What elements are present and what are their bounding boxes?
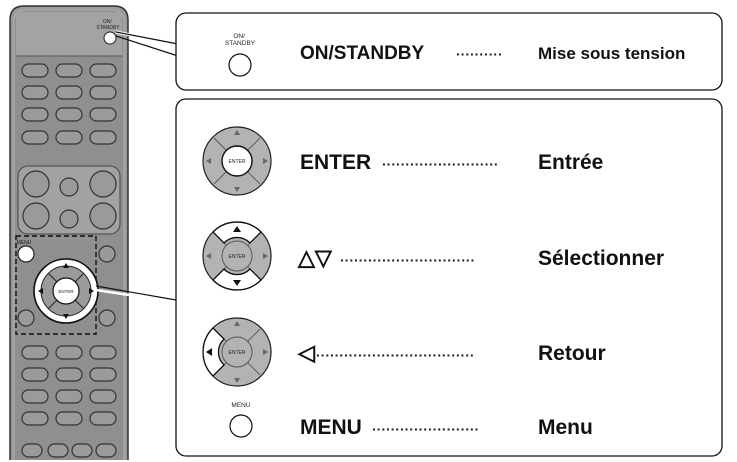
remote-round-key[interactable]	[17, 309, 35, 327]
remote-key[interactable]	[55, 345, 83, 360]
remote-key[interactable]	[21, 130, 49, 145]
nav-callout-box: ENTER ENTER ENTER	[175, 98, 723, 457]
remote-key[interactable]	[21, 107, 49, 122]
row-meaning-updown: Sélectionner	[538, 247, 664, 270]
remote-key[interactable]	[21, 389, 49, 404]
remote-key[interactable]	[21, 411, 49, 426]
dial-updown-icon: ENTER	[202, 221, 272, 291]
power-key-name: ON/STANDBY	[300, 43, 425, 64]
remote-key[interactable]	[55, 367, 83, 382]
remote-enter-button[interactable]	[52, 277, 80, 305]
row-meaning-left: Retour	[538, 342, 606, 365]
remote-round-key[interactable]	[59, 177, 79, 197]
remote-key[interactable]	[47, 443, 69, 458]
remote-key[interactable]	[89, 130, 117, 145]
row-dots-enter: ·························	[382, 156, 499, 172]
row-key-enter: ENTER	[300, 151, 371, 174]
dial-enter-icon: ENTER	[202, 126, 272, 196]
row-key-menu: MENU	[300, 416, 362, 439]
menu-button-label: MENU	[231, 402, 250, 409]
row-key-updown: △▽	[297, 245, 333, 270]
row-dots-menu: ·······················	[372, 421, 479, 437]
remote-round-key[interactable]	[98, 245, 116, 263]
remote-menu-label: MENU	[17, 240, 32, 246]
power-button-icon	[228, 53, 252, 77]
remote-key[interactable]	[89, 367, 117, 382]
remote-menu-button[interactable]	[17, 245, 35, 263]
remote-key[interactable]	[55, 63, 83, 78]
remote-key[interactable]	[55, 85, 83, 100]
remote-key[interactable]	[21, 85, 49, 100]
remote-key[interactable]	[89, 411, 117, 426]
power-button-label: ON/ STANDBY	[225, 33, 256, 47]
remote-round-key[interactable]	[22, 170, 50, 198]
remote-power-button[interactable]	[103, 31, 117, 45]
arrow-left-icon	[38, 288, 43, 294]
remote-key[interactable]	[89, 63, 117, 78]
row-meaning-enter: Entrée	[538, 151, 603, 174]
remote-key[interactable]	[55, 107, 83, 122]
arrow-right-icon	[89, 288, 94, 294]
remote-key[interactable]	[89, 345, 117, 360]
remote-key[interactable]	[21, 443, 43, 458]
remote-key[interactable]	[21, 367, 49, 382]
remote-round-key[interactable]	[59, 209, 79, 229]
row-dots-updown: ·····························	[340, 252, 475, 268]
callout-lines	[95, 30, 179, 304]
remote-round-key[interactable]	[22, 202, 50, 230]
remote-key[interactable]	[21, 345, 49, 360]
remote-key[interactable]	[55, 411, 83, 426]
row-dots-left: ··································	[316, 347, 475, 363]
remote-enter-label: ENTER	[58, 289, 74, 294]
arrow-up-icon	[63, 263, 69, 268]
remote-round-key[interactable]	[89, 202, 117, 230]
remote-dial[interactable]: ENTER	[33, 258, 99, 324]
arrow-down-icon	[63, 314, 69, 319]
power-dots: ··········	[456, 46, 503, 62]
remote-control: ON/ STANDBY ME	[9, 5, 129, 460]
remote-key[interactable]	[89, 107, 117, 122]
remote-key[interactable]	[55, 130, 83, 145]
svg-text:ENTER: ENTER	[229, 254, 246, 260]
menu-button-icon	[229, 414, 253, 438]
svg-text:ENTER: ENTER	[229, 350, 246, 356]
power-callout-box: ON/ STANDBY ON/STANDBY ·········· Mise s…	[175, 12, 723, 91]
row-meaning-menu: Menu	[538, 416, 593, 439]
remote-on-standby-label: ON/ STANDBY	[96, 19, 120, 31]
remote-round-key[interactable]	[89, 170, 117, 198]
remote-key[interactable]	[95, 443, 117, 458]
power-meaning: Mise sous tension	[538, 44, 685, 63]
dial-left-icon: ENTER	[202, 317, 272, 387]
remote-key[interactable]	[55, 389, 83, 404]
row-key-left: ◁	[297, 340, 316, 365]
remote-key[interactable]	[89, 389, 117, 404]
remote-key[interactable]	[89, 85, 117, 100]
remote-round-key[interactable]	[98, 309, 116, 327]
remote-key[interactable]	[71, 443, 93, 458]
svg-text:ENTER: ENTER	[229, 159, 246, 165]
remote-key[interactable]	[21, 63, 49, 78]
